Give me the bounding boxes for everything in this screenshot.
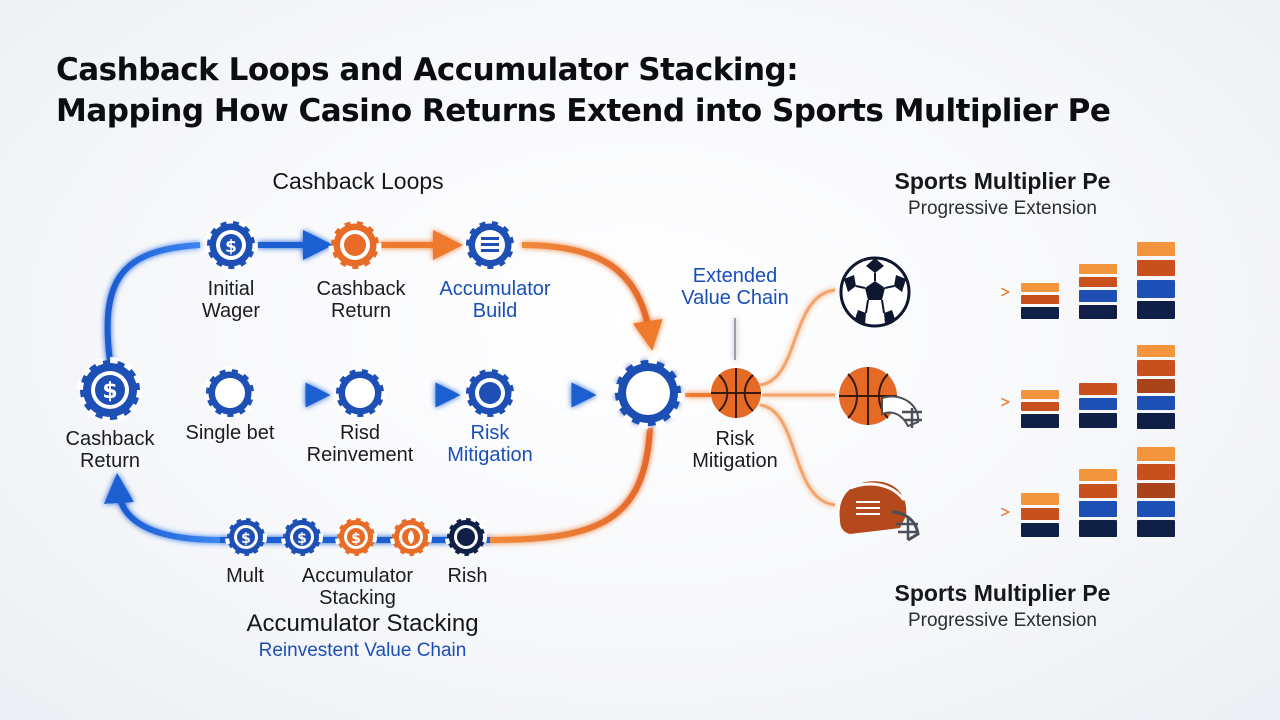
connector-top-right-down [521,242,663,351]
label-single-bet: Single bet [185,422,275,444]
bar-stack-row-2-a [1021,390,1059,428]
page-title-line-2: Mapping How Casino Returns Extend into S… [56,93,1111,129]
accumulator-stacking-heading: Accumulator Stacking [246,610,479,637]
label-mult: Mult [226,565,264,587]
hub-chip-icon [612,357,684,429]
bar-stack-row-1-b [1079,264,1117,319]
chip-risk-icon [466,369,514,417]
soccer-ball-icon [839,256,911,328]
svg-text:$: $ [102,379,117,404]
label-rish: Rish [447,565,488,587]
svg-text:$: $ [225,237,237,257]
sports-multiplier-sub-top: Progressive Extension [907,198,1098,219]
bar-stack-row-2-b [1079,383,1117,428]
chip-stack-orange-icon: $ [335,516,377,558]
chip-reinvest-icon [336,369,384,417]
bar-stack-row-3-b [1079,469,1117,537]
connector-bottom-left-up [103,473,221,543]
basketball-icon [711,368,761,418]
branch-top [759,288,836,387]
sports-arrows [925,292,1008,512]
bar-stack-row-1-a [1021,283,1059,319]
chip-cashback-icon: $ [77,357,143,423]
chip-dollar-icon: $ [207,221,255,269]
sports-multiplier-sub-bottom: Progressive Extension [907,610,1098,631]
bar-stack-row-3-c [1137,447,1175,537]
bar-stack-row-1-c [1137,242,1175,319]
bar-stacks [1021,242,1175,537]
connector-left-up [104,242,201,363]
connector-hub-down [489,427,653,543]
stack-list-icon [463,218,517,272]
bar-stack-row-2-c [1137,345,1175,429]
accumulator-stacking-subheading: Reinvestent Value Chain [258,640,467,661]
sports-multiplier-heading-top: Sports Multiplier Pe [894,168,1111,194]
chip-rish-icon [445,516,487,558]
svg-text:$: $ [351,531,361,547]
svg-text:$: $ [241,531,251,547]
svg-text:$: $ [297,531,307,547]
branch-bottom [759,403,836,507]
sports-multiplier-heading-bottom: Sports Multiplier Pe [894,580,1111,606]
cashback-loops-heading: Cashback Loops [272,168,444,194]
chip-mult-2-icon: $ [281,516,323,558]
basketball-helmet-icon [839,367,922,428]
page-title-line-1: Cashback Loops and Accumulator Stacking: [56,52,799,88]
bar-stack-row-3-a [1021,493,1059,537]
chip-flame-icon [390,516,432,558]
chip-single-bet-icon [206,369,254,417]
loop-connectors [103,230,836,543]
chip-orange-icon [331,221,379,269]
chip-mult-icon: $ [225,516,267,558]
football-helmet-icon [839,481,920,542]
